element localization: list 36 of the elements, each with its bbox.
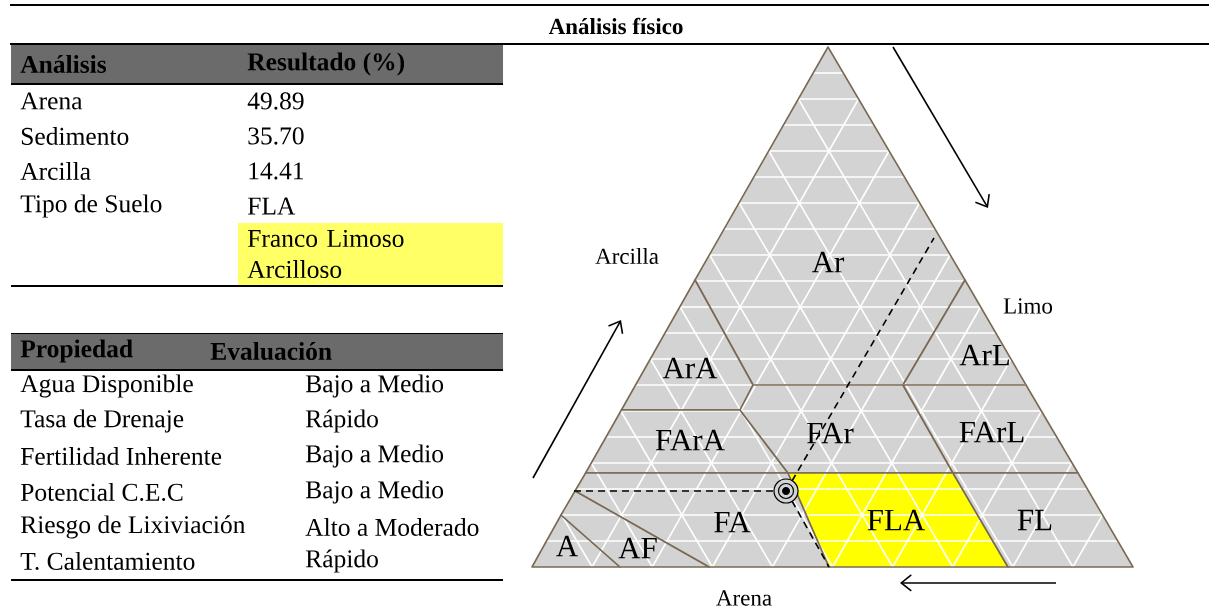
header-cell: Análisis <box>11 45 238 83</box>
table-cell: Alto a Moderado <box>305 518 479 536</box>
texture-region: ArA <box>620 279 754 411</box>
axis-label: Arcilla <box>595 247 659 265</box>
table-cell: 49.89 <box>247 92 304 110</box>
table-cell: Fertilidad Inherente <box>20 447 222 465</box>
header-cell: Resultado (%) <box>238 45 503 83</box>
header-cell: Evaluación <box>200 334 503 369</box>
table-cell: Tipo de Suelo <box>20 194 162 218</box>
table-cell: Riesgo de Lixiviación <box>20 515 246 539</box>
highlighted-cell: Franco Limoso Arcilloso <box>238 223 503 285</box>
node-label: Ar <box>811 251 845 273</box>
title: Análisis físico <box>548 17 683 35</box>
table-cell: T. Calentamiento <box>20 551 195 570</box>
table-cell: 14.41 <box>249 162 304 180</box>
texture-region: FL <box>952 472 1134 568</box>
table-cell: Sedimento <box>21 127 129 145</box>
texture-region: FArL <box>902 384 1079 474</box>
table-cell: Rápido <box>305 409 378 433</box>
node-label: AF <box>618 537 657 559</box>
header-cell: Propiedad <box>11 334 200 369</box>
table-cell: Tasa de Drenaje <box>20 409 184 433</box>
table-cell: Bajo a Medio <box>305 374 444 398</box>
table-cell: Agua Disponible <box>20 374 193 398</box>
node-label: FArL <box>959 421 1024 443</box>
node-label: FArA <box>655 429 725 451</box>
table-cell: Arcilla <box>20 162 91 180</box>
table-cell: Bajo a Medio <box>305 444 444 468</box>
table-cell: Arena <box>20 92 83 110</box>
table-cell: 35.70 <box>248 127 304 145</box>
table-cell: Rápido <box>305 549 378 573</box>
table-cell: Bajo a Medio <box>305 480 444 504</box>
table-cell: FLA <box>247 197 296 215</box>
axis-label: Arena <box>716 590 772 606</box>
table-cell: Potencial C.E.C <box>20 482 183 501</box>
node-label: FAr <box>807 422 854 444</box>
